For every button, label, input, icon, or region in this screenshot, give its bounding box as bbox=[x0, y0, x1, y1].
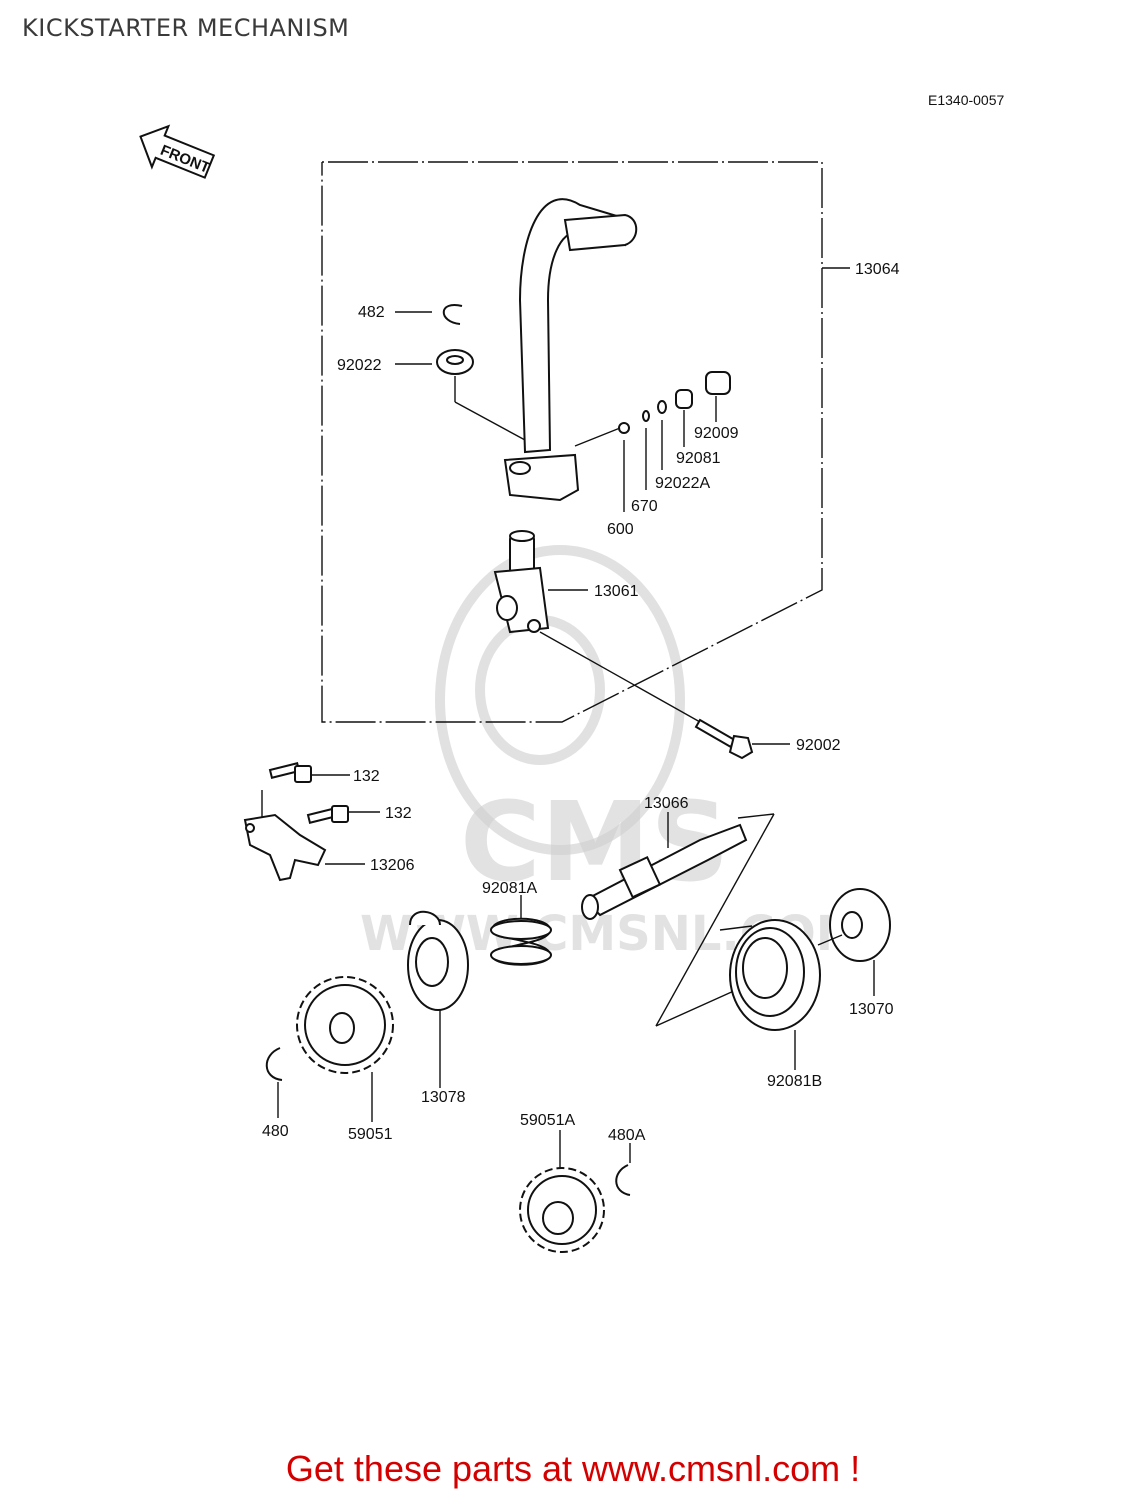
circlip-482 bbox=[442, 303, 463, 325]
washer-92022a bbox=[657, 400, 667, 414]
ring-670 bbox=[642, 410, 650, 422]
part-label-92022a: 92022A bbox=[655, 475, 710, 492]
part-label-92081a: 92081A bbox=[482, 880, 537, 897]
bolt-92002 bbox=[539, 631, 754, 760]
part-label-132-lower: 132 bbox=[385, 805, 412, 822]
return-spring-92081b bbox=[719, 919, 821, 1031]
leader-lines bbox=[277, 311, 875, 1168]
circlip-480 bbox=[265, 1047, 283, 1081]
footer-cta-link[interactable]: Get these parts at www.cmsnl.com ! bbox=[285, 1448, 861, 1489]
guide-plate-13206 bbox=[243, 790, 327, 882]
part-label-13061: 13061 bbox=[594, 583, 639, 600]
part-label-480a: 480A bbox=[608, 1127, 646, 1144]
gear-59051a bbox=[519, 1167, 605, 1253]
part-label-92002: 92002 bbox=[796, 737, 841, 754]
spring-92081a bbox=[490, 917, 552, 966]
kick-lever-part bbox=[454, 198, 638, 502]
bolt-132-upper bbox=[268, 762, 312, 783]
part-label-13070: 13070 bbox=[849, 1001, 894, 1018]
part-label-59051a: 59051A bbox=[520, 1112, 575, 1129]
part-label-482: 482 bbox=[358, 304, 385, 321]
bolt-132-lower bbox=[306, 805, 349, 824]
part-label-92081b: 92081B bbox=[767, 1073, 822, 1090]
part-label-92081: 92081 bbox=[676, 450, 721, 467]
part-labels: 13064 482 92022 92009 92081 92022A 670 6… bbox=[262, 261, 900, 1144]
kick-shaft-13066 bbox=[581, 813, 775, 1027]
gear-59051 bbox=[296, 976, 394, 1074]
page-title: KICKSTARTER MECHANISM bbox=[22, 14, 350, 42]
part-label-92022: 92022 bbox=[337, 357, 382, 374]
washer-92022 bbox=[436, 349, 474, 375]
part-label-13206: 13206 bbox=[370, 857, 415, 874]
watermark-logo-text: CMS bbox=[460, 778, 729, 906]
part-label-670: 670 bbox=[631, 498, 658, 515]
part-label-13078: 13078 bbox=[421, 1089, 466, 1106]
ball-600 bbox=[618, 422, 630, 434]
part-label-59051: 59051 bbox=[348, 1126, 393, 1143]
circlip-480a bbox=[615, 1164, 631, 1196]
pedal-boss-13061 bbox=[493, 530, 550, 634]
front-arrow: FRONT bbox=[139, 124, 216, 179]
assembly-outline-13064 bbox=[321, 161, 850, 723]
part-label-13064: 13064 bbox=[855, 261, 900, 278]
figure-code: E1340-0057 bbox=[928, 92, 1005, 108]
part-label-92009: 92009 bbox=[694, 425, 739, 442]
spring-92081 bbox=[675, 389, 693, 409]
part-label-13066: 13066 bbox=[644, 795, 689, 812]
ratchet-gear-13078 bbox=[407, 910, 469, 1011]
part-label-600: 600 bbox=[607, 521, 634, 538]
plug-92009 bbox=[705, 371, 731, 395]
part-label-132-upper: 132 bbox=[353, 768, 380, 785]
part-label-480: 480 bbox=[262, 1123, 289, 1140]
collar-13070 bbox=[817, 888, 891, 962]
